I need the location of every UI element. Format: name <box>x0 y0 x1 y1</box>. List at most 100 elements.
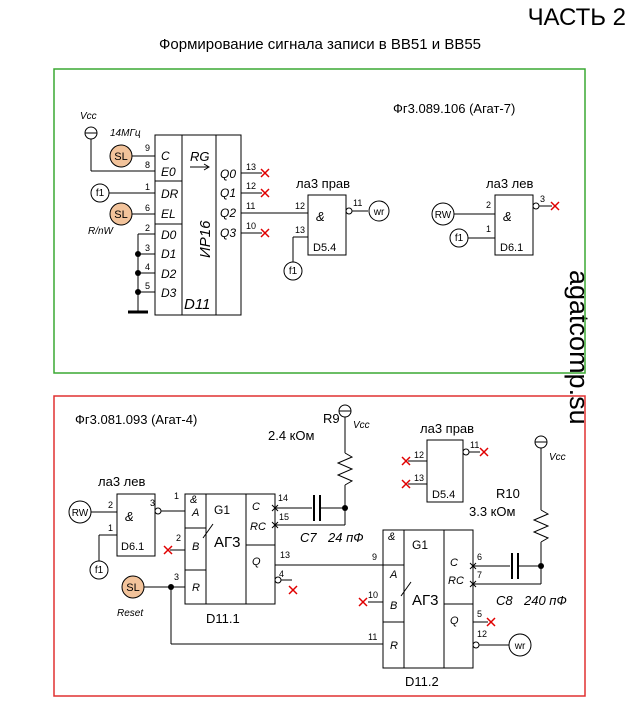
svg-text:RC: RC <box>448 575 464 587</box>
ir16-lbl-q3: Q3 <box>220 226 236 240</box>
top-frame <box>53 68 586 374</box>
ag3-1-func: АГ3 <box>214 534 240 551</box>
svg-text:9: 9 <box>145 143 150 153</box>
svg-text:D6.1: D6.1 <box>121 541 144 553</box>
r9-value: 2.4 кОм <box>268 428 314 443</box>
svg-text:2: 2 <box>176 533 181 543</box>
ir16-lbl-el: EL <box>161 207 176 221</box>
svg-text:RW: RW <box>72 508 89 519</box>
svg-text:G1: G1 <box>412 538 428 552</box>
top-gate-right-title: ла3 прав <box>296 176 350 191</box>
svg-text:12: 12 <box>246 181 256 191</box>
svg-text:1: 1 <box>145 182 150 192</box>
ag3-1-name: D11.1 <box>206 611 240 626</box>
top-vcc-label: Vcc <box>80 111 97 122</box>
svg-text:&: & <box>190 494 197 506</box>
top-sl-rnw-text: SL <box>114 209 127 221</box>
bot-gate-right-title: ла3 прав <box>420 421 474 436</box>
svg-text:7: 7 <box>477 570 482 580</box>
svg-text:A: A <box>389 569 397 581</box>
c7-label: C7 <box>300 530 317 545</box>
bot-gate-right <box>426 439 464 503</box>
svg-text:13: 13 <box>280 550 290 560</box>
svg-text:Q: Q <box>252 556 261 568</box>
svg-text:12: 12 <box>414 450 424 460</box>
svg-text:2: 2 <box>486 200 491 210</box>
bottom-frame <box>53 395 586 697</box>
ir16-lbl-d0: D0 <box>161 228 177 242</box>
bot-f1 <box>89 560 109 580</box>
svg-text:1: 1 <box>108 523 113 533</box>
svg-text:11: 11 <box>368 632 377 642</box>
svg-text:5: 5 <box>145 281 150 291</box>
svg-text:13: 13 <box>414 473 424 483</box>
svg-text:3: 3 <box>150 498 155 508</box>
svg-text:RC: RC <box>250 521 266 533</box>
ir16-lbl-q2: Q2 <box>220 206 236 220</box>
r9-name: R9 <box>323 411 340 426</box>
bot-wr-output <box>508 633 532 657</box>
top-wr-output <box>368 200 390 222</box>
svg-text:4: 4 <box>279 569 284 579</box>
svg-text:&: & <box>125 509 134 524</box>
svg-text:11: 11 <box>353 198 362 208</box>
ir16-func: RG <box>190 149 210 164</box>
svg-text:&: & <box>388 531 395 543</box>
c8-value: 240 пФ <box>523 593 567 608</box>
svg-text:12: 12 <box>295 201 305 211</box>
svg-text:RW: RW <box>435 210 452 221</box>
svg-text:wr: wr <box>373 207 385 218</box>
svg-text:3: 3 <box>174 572 179 582</box>
svg-text:6: 6 <box>145 203 150 213</box>
svg-text:C: C <box>450 557 458 569</box>
ag3-2-name: D11.2 <box>405 674 439 689</box>
svg-text:11: 11 <box>470 440 479 450</box>
svg-text:f1: f1 <box>289 266 298 277</box>
svg-text:13: 13 <box>246 162 256 172</box>
svg-text:12: 12 <box>477 629 487 639</box>
svg-text:A: A <box>191 507 199 519</box>
svg-text:3: 3 <box>145 243 150 253</box>
top-gate-left-title: ла3 лев <box>486 176 533 191</box>
svg-text:14: 14 <box>278 493 288 503</box>
svg-text:wr: wr <box>514 641 526 652</box>
ir16-lbl-q1: Q1 <box>220 186 236 200</box>
r10-value: 3.3 кОм <box>469 504 515 519</box>
ir16-lbl-c: C <box>161 149 170 163</box>
svg-text:2: 2 <box>108 500 113 510</box>
ir16-lbl-d2: D2 <box>161 267 177 281</box>
top-sl-clock-text: SL <box>114 151 127 163</box>
svg-text:15: 15 <box>279 512 289 522</box>
top-gate-right-name: D5.4 <box>313 242 336 254</box>
svg-text:10: 10 <box>246 221 256 231</box>
svg-text:C: C <box>252 501 260 513</box>
ag3-2-func: АГ3 <box>412 592 438 609</box>
part-label: ЧАСТЬ 2 <box>527 4 626 31</box>
bot-gate-left <box>116 493 156 557</box>
ir16-lbl-e0: E0 <box>161 165 176 179</box>
svg-text:5: 5 <box>477 609 482 619</box>
page-title: Формирование сигнала записи в ВВ51 и ВВ5… <box>158 36 482 53</box>
svg-text:B: B <box>192 541 199 553</box>
svg-text:f1: f1 <box>95 565 104 576</box>
rnw-label: R/nW <box>88 226 115 237</box>
svg-text:8: 8 <box>145 160 150 170</box>
r10-name: R10 <box>496 486 520 501</box>
svg-text:10: 10 <box>368 590 378 600</box>
svg-text:R: R <box>192 582 200 594</box>
ir16-lbl-q0: Q0 <box>220 167 236 181</box>
ir16-chip <box>154 134 242 316</box>
svg-text:D6.1: D6.1 <box>500 242 523 254</box>
bot-gate-left-title: ла3 лев <box>98 474 145 489</box>
top-ref: Фг3.089.106 (Агат-7) <box>393 101 515 116</box>
top-f1-dr-text: f1 <box>96 188 105 199</box>
svg-text:D5.4: D5.4 <box>432 489 455 501</box>
svg-text:9: 9 <box>372 552 377 562</box>
ag3-1-chip <box>184 493 276 605</box>
svg-text:R: R <box>390 640 398 652</box>
ir16-name: D11 <box>184 296 210 313</box>
top-gate-left <box>494 194 534 256</box>
top-f1-gate <box>283 261 303 281</box>
bottom-ref: Фг3.081.093 (Агат-4) <box>75 412 197 427</box>
svg-text:G1: G1 <box>214 503 230 517</box>
